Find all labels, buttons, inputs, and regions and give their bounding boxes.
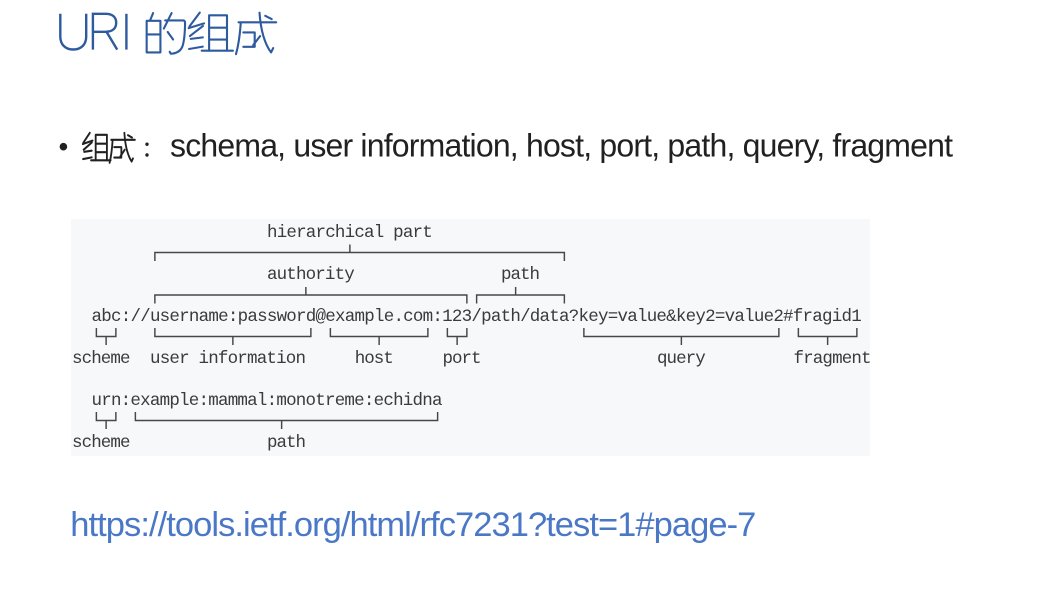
svg-text:abc://username:password@exampl: abc://username:password@example.com:123/… [92,307,862,327]
svg-text:scheme: scheme [72,433,131,453]
svg-text:port: port [443,349,482,369]
svg-text:urn:example:mammal:monotreme:e: urn:example:mammal:monotreme:echidna [92,391,443,411]
svg-text:https://tools.ietf.org/html/rf: https://tools.ietf.org/html/rfc7231?test… [70,506,756,544]
svg-text:query: query [657,349,706,369]
svg-text:host: host [355,349,394,369]
svg-text:fragment: fragment [794,349,872,369]
svg-text:scheme: scheme [72,349,131,369]
svg-text:hierarchical part: hierarchical part [267,223,433,243]
svg-text:path: path [501,265,540,285]
svg-text:schema, user information, host: schema, user information, host, port, pa… [170,128,953,164]
svg-text:user information: user information [150,349,306,369]
svg-text:path: path [267,433,306,453]
svg-text:authority: authority [267,265,355,285]
